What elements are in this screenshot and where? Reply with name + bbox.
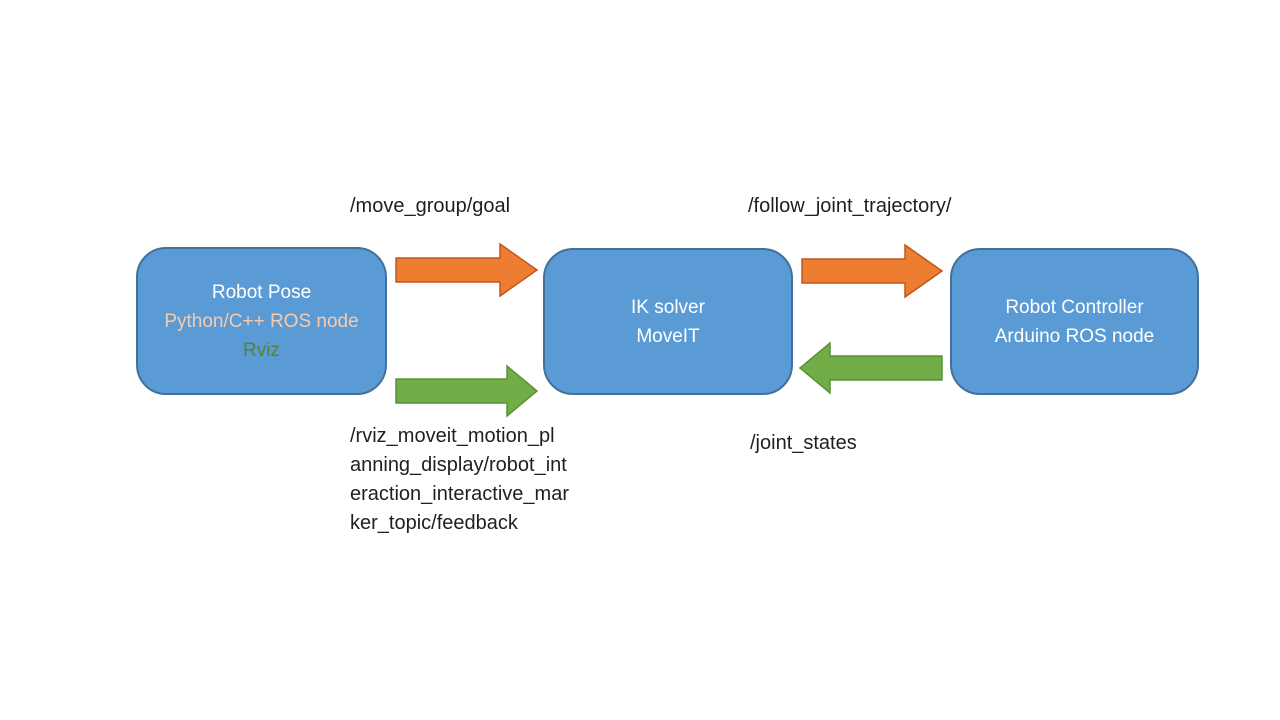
- node-robot-pose: Robot Pose Python/C++ ROS node Rviz: [136, 247, 387, 395]
- topic-label-rviz-feedback: /rviz_moveit_motion_pl anning_display/ro…: [350, 422, 569, 538]
- arrow-rviz-feedback: [395, 364, 539, 418]
- robot-pose-tool: Rviz: [243, 339, 280, 361]
- robot-pose-subtitle: Python/C++ ROS node: [164, 310, 359, 332]
- robot-controller-line1: Robot Controller: [1005, 296, 1144, 318]
- rviz-feedback-line-2: anning_display/robot_int: [350, 454, 567, 476]
- topic-label-follow-joint-trajectory: /follow_joint_trajectory/: [748, 195, 952, 217]
- arrow-move-group-goal: [395, 242, 539, 298]
- topic-label-move-group-goal: /move_group/goal: [350, 195, 511, 217]
- robot-controller-line2: Arduino ROS node: [994, 325, 1155, 347]
- topic-label-joint-states: /joint_states: [750, 432, 857, 454]
- ik-solver-line2: MoveIT: [636, 325, 700, 347]
- ik-solver-line1: IK solver: [631, 296, 705, 318]
- rviz-feedback-line-1: /rviz_moveit_motion_pl: [350, 425, 555, 447]
- rviz-feedback-line-4: ker_topic/feedback: [350, 512, 518, 534]
- arrow-joint-states: [798, 341, 943, 395]
- robot-pose-title: Robot Pose: [211, 281, 312, 303]
- rviz-feedback-line-3: eraction_interactive_mar: [350, 483, 569, 505]
- node-robot-controller: Robot Controller Arduino ROS node: [950, 248, 1199, 395]
- node-ik-solver: IK solver MoveIT: [543, 248, 793, 395]
- arrow-follow-joint-trajectory: [801, 243, 944, 299]
